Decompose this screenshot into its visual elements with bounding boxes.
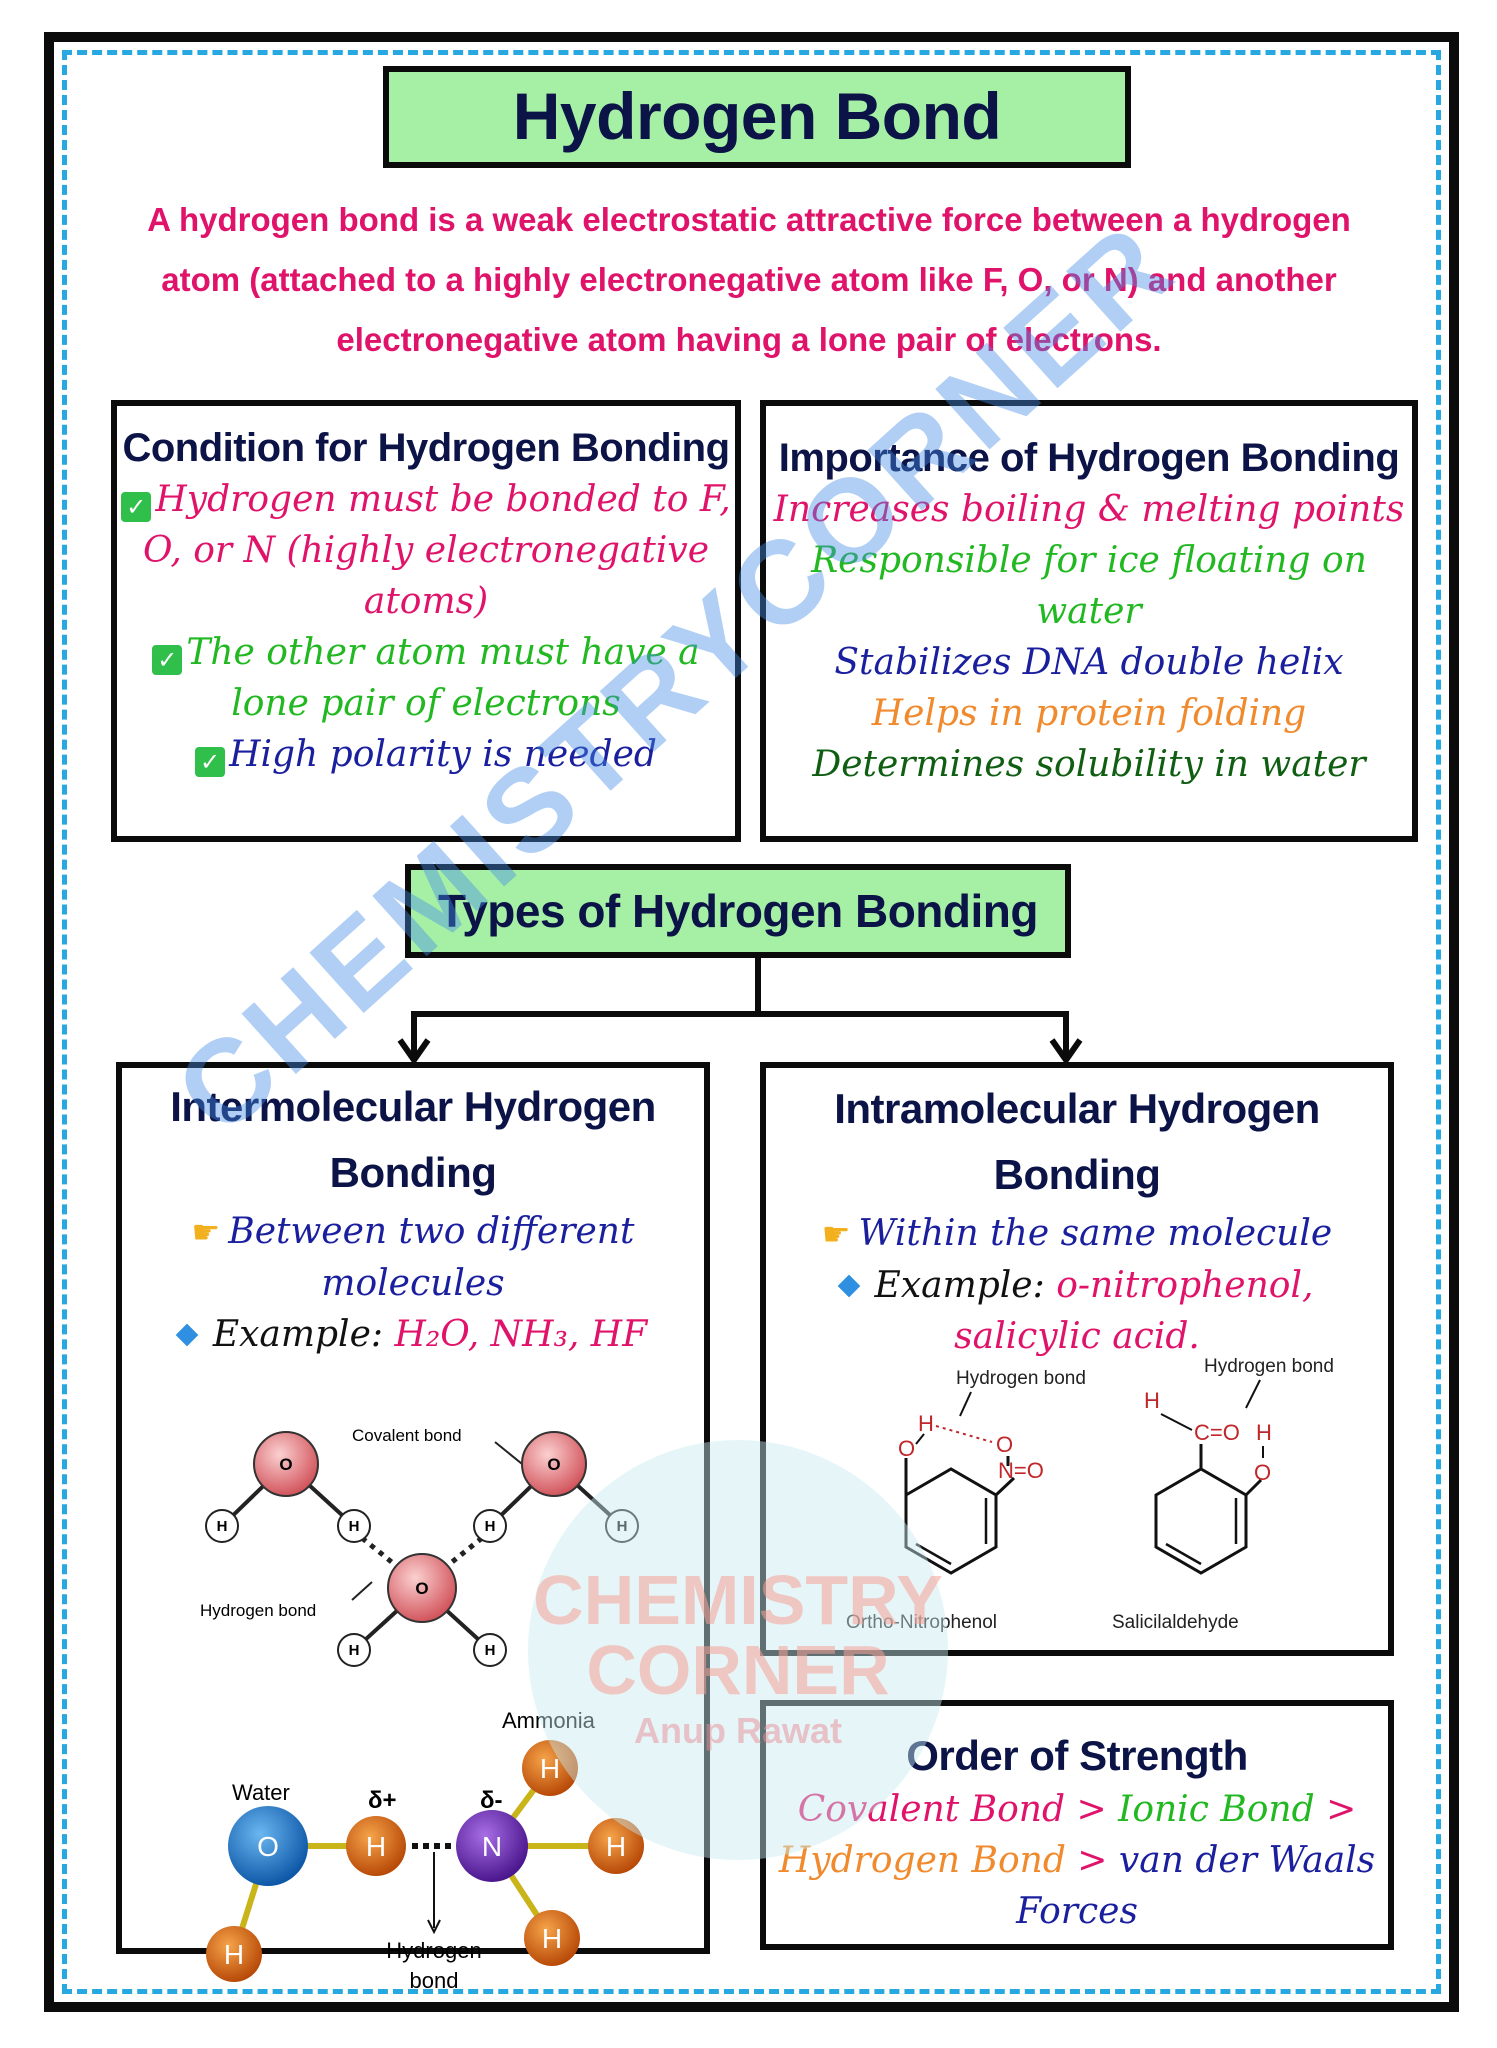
- hydrogen-bond-label: Hydrogen bond: [200, 1601, 316, 1620]
- svg-text:H: H: [485, 1518, 496, 1535]
- condition-item: ✓Hydrogen must be bonded to F, O, or N (…: [117, 474, 735, 627]
- pointing-hand-icon: ☛: [821, 1215, 851, 1253]
- checkmark-icon: ✓: [152, 645, 183, 675]
- chemistry-corner-logo: CHEMISTRY CORNER Anup Rawat: [528, 1440, 948, 1860]
- page-title: Hydrogen Bond: [512, 79, 1002, 153]
- intermolecular-box: Intermolecular Hydrogen Bonding ☛Between…: [116, 1062, 710, 1993]
- svg-text:H: H: [540, 1753, 560, 1784]
- svg-text:H: H: [349, 1642, 360, 1659]
- dashed-border: [62, 50, 1441, 1994]
- svg-text:δ-: δ-: [480, 1787, 503, 1814]
- svg-text:Salicilaldehyde: Salicilaldehyde: [1112, 1612, 1239, 1633]
- water-hbond-diagram: O O O H H H H H H Covalent bond Hydrogen bo…: [200, 1426, 644, 1993]
- intramolecular-structures: O H N=O O Hydrogen bond Ortho-Nitropheno…: [846, 1358, 1334, 1633]
- svg-text:N=O: N=O: [998, 1458, 1044, 1483]
- checkmark-icon: ✓: [195, 747, 226, 777]
- example-value: o-nitrophenol,: [1056, 1265, 1314, 1306]
- svg-text:O: O: [257, 1831, 279, 1862]
- svg-text:Hydrogen: Hydrogen: [386, 1938, 481, 1963]
- svg-text:δ+: δ+: [368, 1787, 397, 1814]
- definition-text: A hydrogen bond is a weak electrostatic …: [110, 190, 1388, 370]
- condition-heading: Condition for Hydrogen Bonding: [122, 426, 730, 470]
- branch-connector: [397, 958, 1083, 1066]
- importance-item: Helps in protein folding: [871, 693, 1307, 734]
- checkmark-icon: ✓: [121, 492, 152, 522]
- diamond-icon: [175, 1323, 199, 1347]
- importance-item: Determines solubility in water: [812, 744, 1366, 785]
- svg-text:O: O: [996, 1432, 1013, 1457]
- importance-item: Stabilizes DNA double helix: [834, 642, 1344, 683]
- example-label: Example:: [874, 1265, 1045, 1306]
- svg-text:H: H: [217, 1518, 228, 1535]
- example-value: H₂O, NH₃, HF: [394, 1314, 648, 1355]
- order-heading: Order of Strength: [906, 1732, 1248, 1779]
- order-box: Order of Strength Covalent Bond > Ionic …: [760, 1700, 1394, 1950]
- example-label: Example:: [212, 1314, 384, 1355]
- types-heading-box: Types of Hydrogen Bonding: [405, 864, 1071, 958]
- svg-text:H: H: [606, 1831, 626, 1862]
- importance-item: water: [1036, 591, 1142, 632]
- svg-text:H: H: [1144, 1388, 1160, 1413]
- importance-item: Responsible for ice floating on: [811, 540, 1367, 581]
- importance-box: Importance of Hydrogen Bonding Increases…: [760, 400, 1418, 842]
- water-label: Water: [232, 1780, 290, 1805]
- covalent-bond-label: Covalent bond: [352, 1426, 462, 1445]
- svg-text:H: H: [918, 1411, 934, 1436]
- intramolecular-box: Intramolecular Hydrogen Bonding ☛Within …: [760, 1062, 1394, 1656]
- svg-text:H: H: [617, 1518, 628, 1535]
- diamond-icon: [837, 1274, 860, 1298]
- definition-line: electronegative atom having a lone pair …: [336, 321, 1162, 358]
- svg-text:H: H: [224, 1939, 244, 1970]
- arrow-down-icon: [397, 1038, 431, 1066]
- condition-item: ✓High polarity is needed: [117, 729, 735, 780]
- condition-box: Condition for Hydrogen Bonding ✓Hydrogen…: [111, 400, 741, 842]
- arrow-down-icon: [1049, 1038, 1083, 1066]
- intermolecular-heading: Intermolecular Hydrogen Bonding: [170, 1083, 656, 1196]
- pointing-hand-icon: ☛: [191, 1213, 221, 1251]
- importance-item: Increases boiling & melting points: [773, 489, 1405, 530]
- svg-text:H: H: [366, 1831, 386, 1862]
- definition-line: A hydrogen bond is a weak electrostatic …: [147, 201, 1351, 238]
- importance-list: Increases boiling & melting points Respo…: [766, 484, 1412, 790]
- svg-text:H: H: [349, 1518, 360, 1535]
- ammonia-label: Ammonia: [502, 1708, 596, 1733]
- intramolecular-description: Within the same molecule: [858, 1213, 1333, 1254]
- intermolecular-description: molecules: [321, 1263, 505, 1304]
- definition-line: atom (attached to a highly electronegati…: [161, 261, 1337, 298]
- svg-text:Ortho-Nitrophenol: Ortho-Nitrophenol: [846, 1612, 997, 1633]
- svg-text:O: O: [279, 1455, 292, 1474]
- svg-text:H: H: [542, 1923, 562, 1954]
- svg-text:O: O: [898, 1436, 915, 1461]
- intramolecular-heading: Intramolecular Hydrogen Bonding: [834, 1085, 1320, 1198]
- svg-text:N: N: [482, 1831, 502, 1862]
- importance-heading: Importance of Hydrogen Bonding: [778, 436, 1400, 480]
- svg-text:H: H: [1256, 1420, 1272, 1445]
- svg-text:C=O: C=O: [1194, 1420, 1240, 1445]
- order-text: Covalent Bond > Ionic Bond > Hydrogen Bo…: [778, 1789, 1376, 1932]
- title-box: Hydrogen Bond: [383, 66, 1131, 168]
- svg-text:H: H: [485, 1642, 496, 1659]
- condition-item: ✓The other atom must have a lone pair of…: [117, 627, 735, 729]
- svg-text:O: O: [415, 1579, 428, 1598]
- condition-list: ✓Hydrogen must be bonded to F, O, or N (…: [117, 474, 735, 780]
- svg-text:O: O: [547, 1455, 560, 1474]
- svg-text:bond: bond: [410, 1968, 459, 1993]
- svg-text:O: O: [1254, 1460, 1271, 1485]
- svg-text:Hydrogen bond: Hydrogen bond: [1204, 1358, 1334, 1377]
- example-value: salicylic acid.: [954, 1316, 1200, 1357]
- svg-text:Hydrogen bond: Hydrogen bond: [956, 1368, 1086, 1389]
- types-heading: Types of Hydrogen Bonding: [438, 885, 1038, 937]
- intermolecular-description: Between two different: [228, 1211, 635, 1252]
